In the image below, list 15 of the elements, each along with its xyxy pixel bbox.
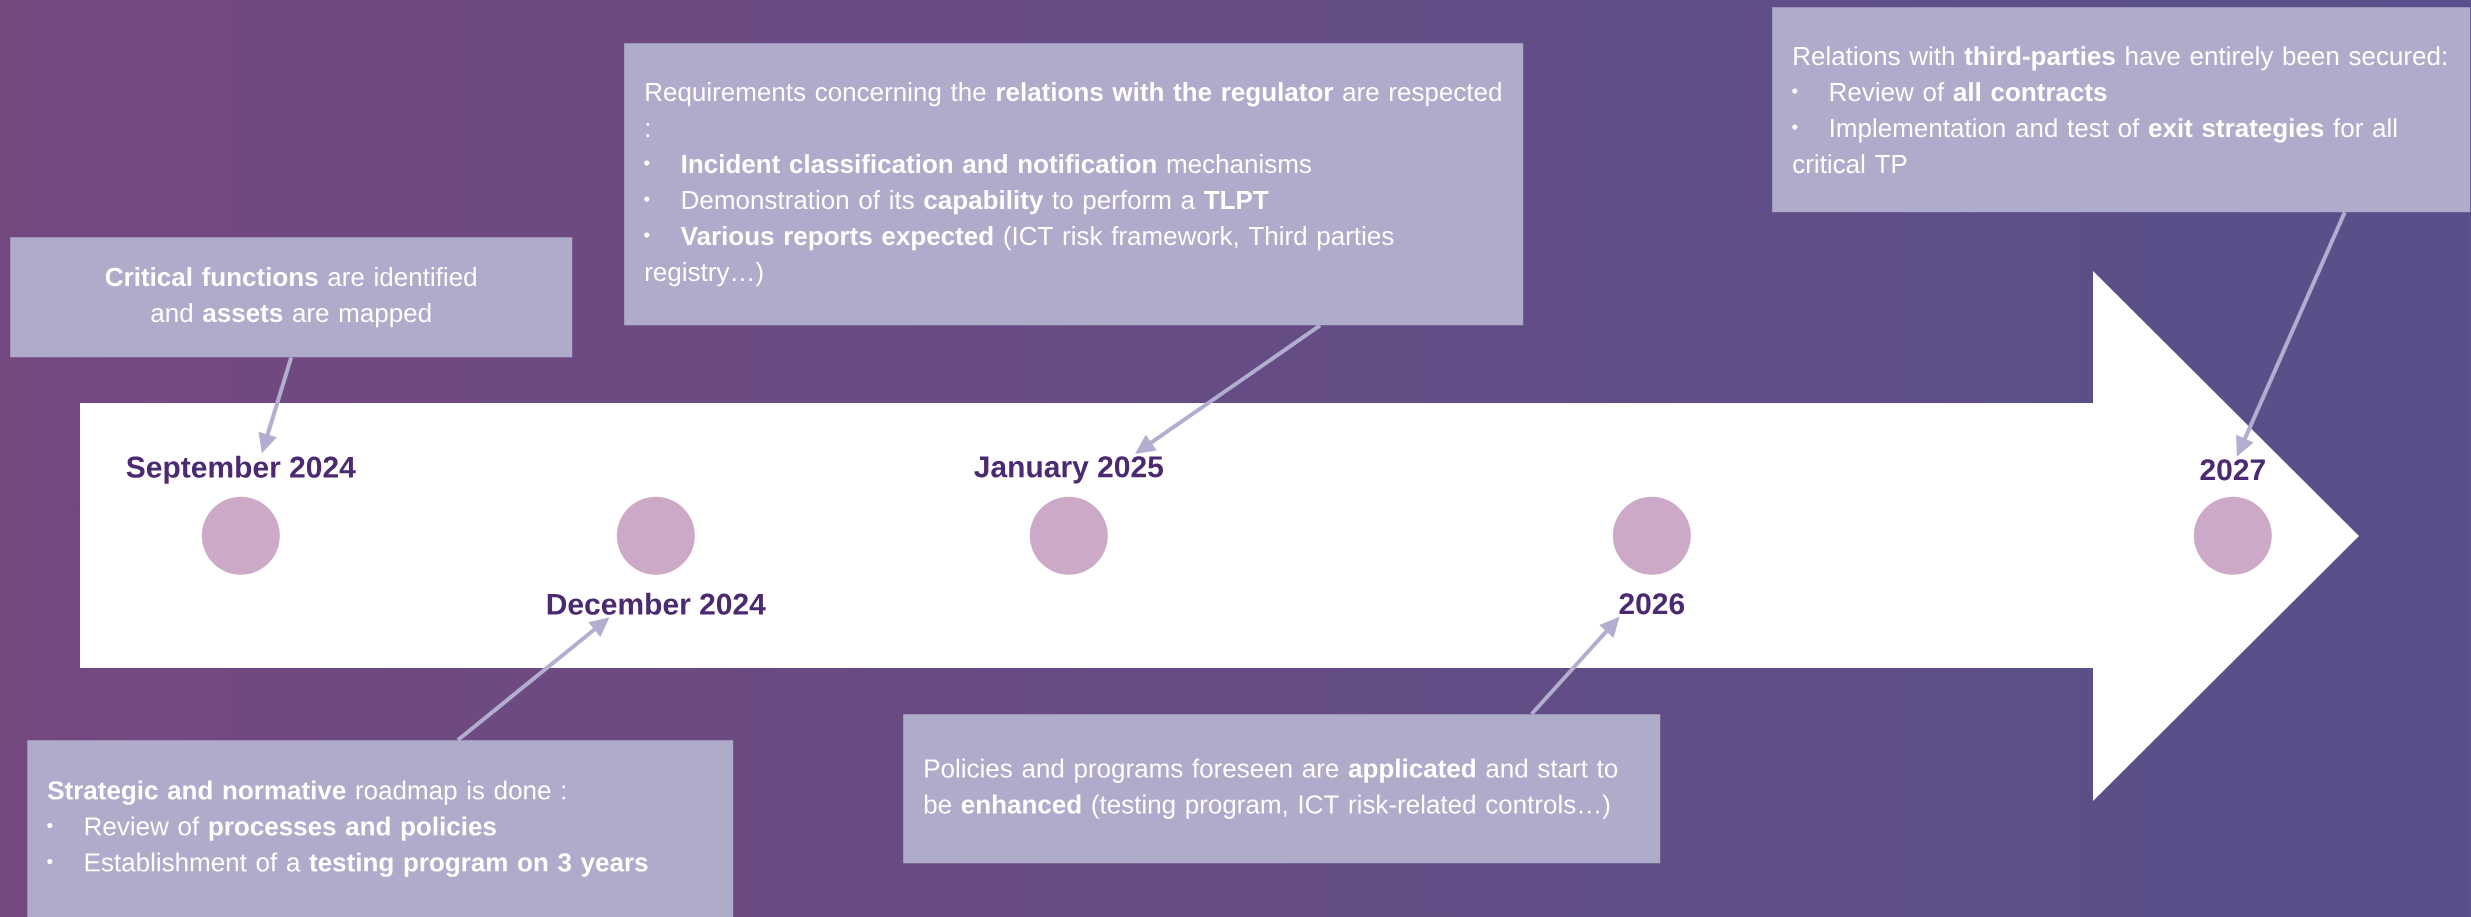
milestone-dot <box>1029 496 1108 575</box>
callout-box: Strategic and normative roadmap is done : Review of processes and policies Establishment of a testing program on 3 years <box>27 740 734 917</box>
date-label: December 2024 <box>547 592 766 615</box>
callout-box: Policies and programs foreseen are applicated and start to be enhanced (testing program, ICT risk-related controls…) <box>903 714 1661 864</box>
callout-box: Requirements concerning the relations with the regulator are respected : Incident classification and notification mechanisms Demonstration of its capability to perform a TLPT Various reports expected (ICT risk framework, Third parties registry…) <box>624 43 1524 326</box>
milestone-dot <box>201 496 280 575</box>
date-label: January 2025 <box>974 456 1163 484</box>
callout-box: Critical functions are identified and assets are mapped <box>10 237 573 358</box>
callout-box: Relations with third-parties have entirely been secured: Review of all contracts Implementation and test of exit strategies for all critical TP <box>1772 7 2471 213</box>
date-label: 2026 <box>1619 593 1685 615</box>
date-label: September 2024 <box>126 455 356 484</box>
milestone-dot <box>2193 496 2272 575</box>
milestone-dot <box>1612 496 1691 575</box>
date-label: 2027 <box>2200 459 2265 481</box>
milestone-dot <box>616 496 695 575</box>
